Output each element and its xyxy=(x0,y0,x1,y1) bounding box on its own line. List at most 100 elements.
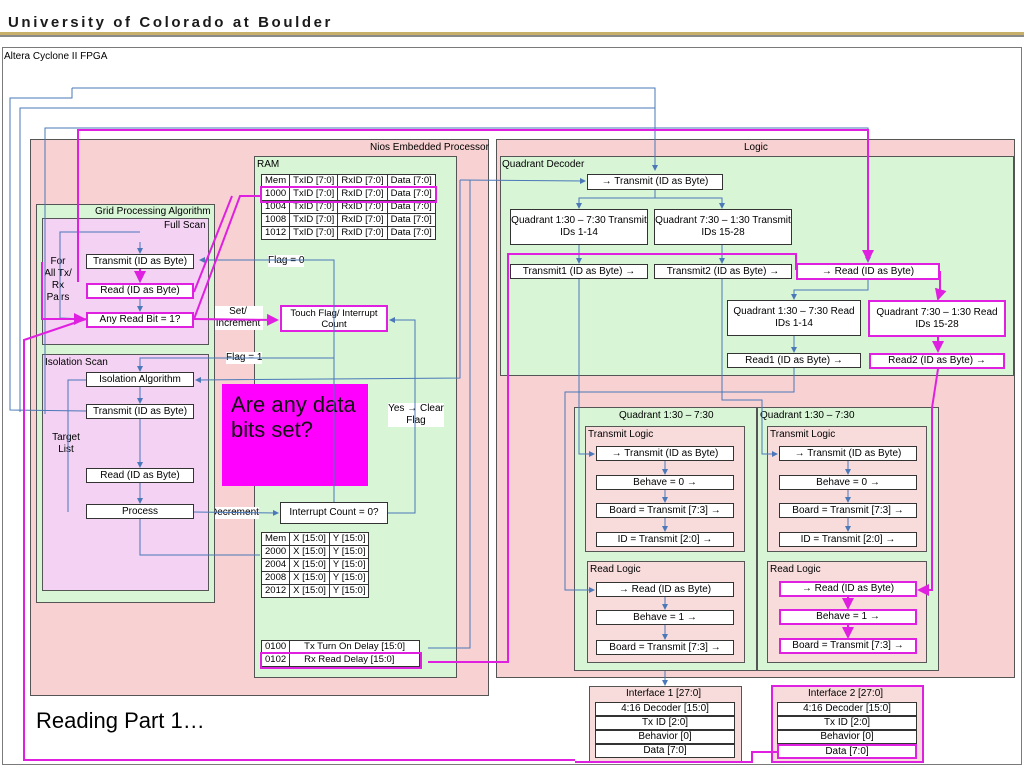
table-cell: Tx Turn On Delay [15:0] xyxy=(289,640,420,654)
interface-2-title: Interface 2 [27:0] xyxy=(808,688,884,699)
quadrant-tx-1-text: Quadrant 1:30 – 7:30 Transmit IDs 1-14 xyxy=(511,215,647,238)
quadrant-a-tx-logic-label: Transmit Logic xyxy=(588,429,654,440)
table-row: 0100 Tx Turn On Delay [15:0] xyxy=(260,640,420,654)
full-scan-label: Full Scan xyxy=(164,220,206,231)
table-cell: 1000 xyxy=(260,187,291,201)
table-cell: 1008 xyxy=(260,213,291,227)
callout-data-bits: Are any data bits set? xyxy=(222,384,368,486)
ram-header-cell: TxID [7:0] xyxy=(289,174,339,188)
xy-header-cell: Mem xyxy=(260,532,291,546)
table-cell: 2000 xyxy=(260,545,291,559)
xy-header-cell: Y [15:0] xyxy=(328,532,370,546)
qa-tx-id-box: → Transmit (ID as Byte) xyxy=(596,446,734,461)
table-cell: Data [7:0] xyxy=(386,187,436,201)
table-cell: TxID [7:0] xyxy=(289,213,339,227)
table-cell: 0102 xyxy=(260,653,291,667)
quadrant-tx-1-box: Quadrant 1:30 – 7:30 Transmit IDs 1-14 xyxy=(510,209,648,245)
table-cell: 1004 xyxy=(260,200,291,214)
read1-box: Read1 (ID as Byte) → xyxy=(727,353,861,368)
yes-clear-flag-label: Yes → Clear Flag xyxy=(388,403,444,427)
qb-board-tx-box: Board = Transmit [7:3] → xyxy=(779,503,917,518)
interface-2-row: Tx ID [2:0] xyxy=(777,716,917,730)
table-cell: Y [15:0] xyxy=(328,571,370,585)
gpa-transmit-box: Transmit (ID as Byte) xyxy=(86,254,194,269)
qb-rd-id-box: → Read (ID as Byte) xyxy=(779,581,917,597)
set-increment-label: Set/ Increment xyxy=(213,306,263,330)
quadrant-rd-1-box: Quadrant 1:30 – 7:30 Read IDs 1-14 xyxy=(727,300,861,336)
quadrant-tx-2-box: Quadrant 7:30 – 1:30 Transmit IDs 15-28 xyxy=(654,209,792,245)
interface-1-row: Behavior [0] xyxy=(595,730,735,744)
qa-board-tx-box: Board = Transmit [7:3] → xyxy=(596,503,734,518)
flag-1-label: Flag = 1 xyxy=(226,352,263,364)
interface-1-row: Data [7:0] xyxy=(595,744,735,758)
process-box: Process xyxy=(86,504,194,519)
xy-table: Mem X [15:0] Y [15:0] 2000 X [15:0] Y [1… xyxy=(260,532,370,598)
table-row: 2008 X [15:0] Y [15:0] xyxy=(260,571,370,585)
table-cell: TxID [7:0] xyxy=(289,200,339,214)
table-cell: RxID [7:0] xyxy=(337,200,388,214)
table-cell: Data [7:0] xyxy=(386,213,436,227)
nios-title: Nios Embedded Processor xyxy=(370,142,489,153)
table-cell: X [15:0] xyxy=(289,545,330,559)
table-cell: Y [15:0] xyxy=(328,545,370,559)
flag-0-label: Flag = 0 xyxy=(268,255,305,267)
interface-2-row: Behavior [0] xyxy=(777,730,917,744)
logic-title: Logic xyxy=(744,142,768,153)
interface-1-row: Tx ID [2:0] xyxy=(595,716,735,730)
qb-id-tx-box: ID = Transmit [2:0] → xyxy=(779,532,917,547)
isolation-algorithm-box: Isolation Algorithm xyxy=(86,372,194,387)
read2-box: Read2 (ID as Byte) → xyxy=(869,353,1005,369)
table-cell: 2008 xyxy=(260,571,291,585)
table-cell: RxID [7:0] xyxy=(337,213,388,227)
qb-behave1-box: Behave = 1 → xyxy=(779,609,917,625)
quadrant-tx-2-text: Quadrant 7:30 – 1:30 Transmit IDs 15-28 xyxy=(655,215,791,238)
delay-table: 0100 Tx Turn On Delay [15:0] 0102 Rx Rea… xyxy=(259,640,422,669)
target-list-label: Target List xyxy=(52,432,80,455)
table-row: 0102 Rx Read Delay [15:0] xyxy=(259,651,422,669)
touch-flag-text: Touch Flag/ Interrupt Count xyxy=(290,307,378,330)
qa-rd-id-box: → Read (ID as Byte) xyxy=(596,582,734,597)
table-row: 1000 TxID [7:0] RxID [7:0] Data [7:0] xyxy=(259,185,438,203)
table-row: 1012 TxID [7:0] RxID [7:0] Data [7:0] xyxy=(260,226,436,240)
qb-behave0-box: Behave = 0 → xyxy=(779,475,917,490)
quadrant-a-title: Quadrant 1:30 – 7:30 xyxy=(619,410,714,421)
quadrant-rd-2-box: Quadrant 7:30 – 1:30 Read IDs 15-28 xyxy=(868,300,1006,337)
interface-2-row: 4:16 Decoder [15:0] xyxy=(777,702,917,716)
xy-table-header: Mem X [15:0] Y [15:0] xyxy=(260,532,370,546)
page-header-title: University of Colorado at Boulder xyxy=(8,14,333,31)
table-cell: X [15:0] xyxy=(289,584,330,598)
ram-header-cell: Mem xyxy=(260,174,291,188)
iso-read-box: Read (ID as Byte) xyxy=(86,468,194,483)
table-cell: Y [15:0] xyxy=(328,584,370,598)
quadrant-rd-1-text: Quadrant 1:30 – 7:30 Read IDs 1-14 xyxy=(733,306,855,329)
table-row: 2004 X [15:0] Y [15:0] xyxy=(260,558,370,572)
quadrant-a-read-logic-label: Read Logic xyxy=(590,564,641,575)
any-read-bit-box: Any Read Bit = 1? xyxy=(86,312,194,328)
isolation-scan-label: Isolation Scan xyxy=(45,357,108,368)
table-row: 2000 X [15:0] Y [15:0] xyxy=(260,545,370,559)
table-cell: Y [15:0] xyxy=(328,558,370,572)
quadrant-b-read-logic-label: Read Logic xyxy=(770,564,821,575)
fpga-label: Altera Cyclone II FPGA xyxy=(4,51,108,62)
quadrant-b-tx-logic-label: Transmit Logic xyxy=(770,429,836,440)
table-cell: X [15:0] xyxy=(289,558,330,572)
iso-transmit-box: Transmit (ID as Byte) xyxy=(86,404,194,419)
table-cell: 1012 xyxy=(260,226,291,240)
qa-board-rd-box: Board = Transmit [7:3] → xyxy=(596,640,734,655)
qa-behave1-box: Behave = 1 → xyxy=(596,610,734,625)
interface-1-title: Interface 1 [27:0] xyxy=(626,688,702,699)
table-cell: 0100 xyxy=(260,640,291,654)
table-cell: TxID [7:0] xyxy=(289,187,339,201)
ram-header-cell: Data [7:0] xyxy=(386,174,436,188)
table-row: 2012 X [15:0] Y [15:0] xyxy=(260,584,370,598)
qb-tx-id-box: → Transmit (ID as Byte) xyxy=(779,446,917,461)
table-row: 1004 TxID [7:0] RxID [7:0] Data [7:0] xyxy=(260,200,436,214)
table-cell: 2012 xyxy=(260,584,291,598)
qa-behave0-box: Behave = 0 → xyxy=(596,475,734,490)
ram-table-header: Mem TxID [7:0] RxID [7:0] Data [7:0] xyxy=(260,174,436,188)
table-cell: Data [7:0] xyxy=(386,226,436,240)
interrupt-count-box: Interrupt Count = 0? xyxy=(280,502,388,524)
table-cell: X [15:0] xyxy=(289,571,330,585)
touch-flag-box: Touch Flag/ Interrupt Count xyxy=(280,305,388,332)
ram-header-cell: RxID [7:0] xyxy=(337,174,388,188)
